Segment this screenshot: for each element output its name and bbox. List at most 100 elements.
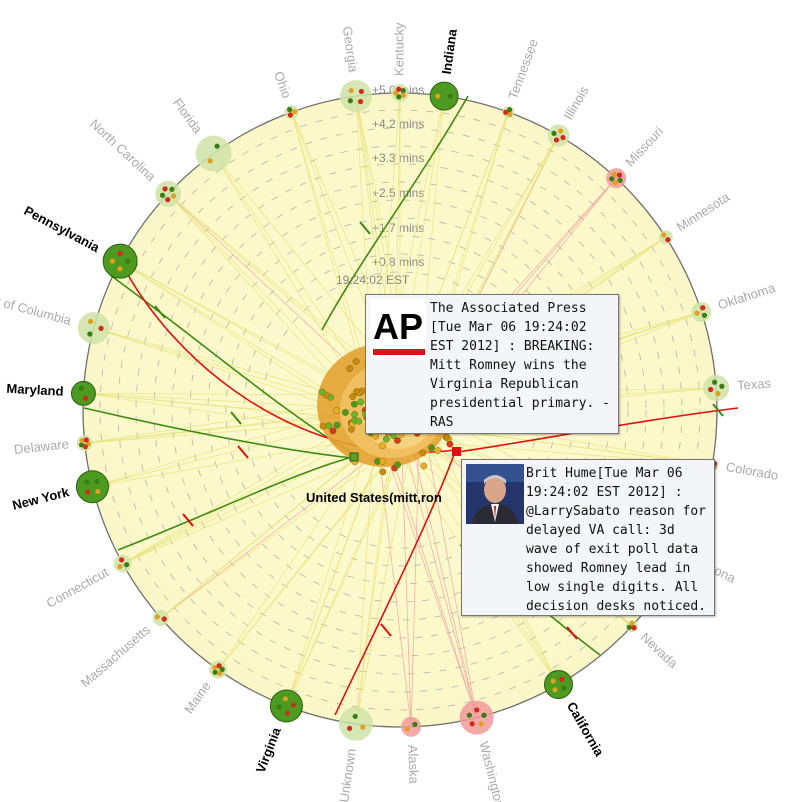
state-node-dot — [119, 557, 125, 563]
state-node-dot — [217, 670, 223, 677]
state-node-dot — [435, 93, 441, 99]
state-node-indiana — [429, 81, 459, 111]
tweet-dot — [379, 442, 386, 450]
state-node-dot — [109, 258, 116, 264]
state-label-illinois: Illinois — [561, 83, 592, 122]
time-ring-label: +3.3 mins — [372, 151, 424, 165]
state-label-nevada: Nevada — [638, 629, 682, 671]
state-label-colorado: Colorado — [725, 459, 780, 483]
state-label-north-carolina: North Carolina — [87, 116, 159, 185]
tick-mark — [566, 626, 578, 640]
state-label-ohio: Ohio — [271, 69, 294, 100]
state-node-dot — [700, 305, 706, 311]
center-label: United States(mitt,ron — [306, 490, 442, 505]
state-label-indiana: Indiana — [439, 27, 460, 75]
state-node-dot — [348, 87, 354, 94]
tweet-tooltip-ap[interactable]: AP The Associated Press [Tue Mar 06 19:2… — [365, 294, 619, 434]
tweet-dot — [420, 462, 428, 470]
state-node-dot — [87, 318, 94, 325]
tick-mark — [237, 445, 249, 459]
state-node-dot — [396, 86, 402, 92]
state-node-dot — [159, 192, 166, 198]
state-label-delaware: Delaware — [13, 436, 69, 457]
state-node-dot — [552, 687, 558, 693]
tweet-dot — [349, 393, 357, 400]
ap-tweet-text: The Associated Press [Tue Mar 06 19:24:0… — [430, 301, 611, 430]
brit-hume-tweet-text: Brit Hume[Tue Mar 06 19:24:02 EST 2012] … — [526, 466, 707, 614]
state-label-florida: Florida — [170, 95, 206, 137]
state-node-dot — [287, 112, 293, 118]
state-label-unknown: Unknown — [336, 747, 358, 802]
state-node-dot — [551, 130, 557, 137]
state-label-texas: Texas — [737, 375, 772, 392]
state-node-dot — [83, 395, 89, 401]
state-node-virginia — [269, 689, 303, 723]
state-node-dot — [466, 712, 473, 718]
selected-marker — [452, 447, 461, 456]
svg-text:AP: AP — [373, 306, 423, 347]
state-node-dot — [290, 702, 297, 708]
state-node-dot — [400, 87, 406, 94]
state-label-maryland: Maryland — [6, 381, 64, 399]
state-node-dot — [507, 107, 513, 113]
state-node-dot — [117, 266, 123, 272]
state-label-pennsylvania: Pennsylvania — [22, 203, 103, 256]
link-line — [286, 424, 416, 707]
time-ring-label: +4.2 mins — [372, 117, 424, 131]
ap-logo: AP — [370, 299, 426, 359]
link-line — [217, 439, 406, 670]
state-label-oklahoma: Oklahoma — [716, 280, 778, 313]
state-node-dot — [287, 107, 293, 113]
state-node-oklahoma — [691, 302, 712, 323]
tick-mark — [359, 221, 371, 235]
tweet-dot — [342, 409, 349, 416]
state-node-dot — [629, 620, 635, 627]
state-label-connecticut: Connecticut — [44, 564, 112, 611]
state-label-alaska: Alaska — [405, 744, 421, 784]
state-label-washington: Washington — [476, 740, 507, 802]
state-node-dot — [412, 721, 418, 727]
state-label-georgia: Georgia — [340, 25, 361, 74]
tweet-dot — [352, 358, 360, 365]
center-time-label: 19:24:02 EST — [336, 273, 410, 287]
state-label-new-york: New York — [11, 484, 72, 513]
state-node-dot — [396, 94, 402, 100]
state-node-dot — [360, 724, 366, 730]
state-label-tennessee: Tennessee — [505, 37, 541, 101]
tweet-dot — [379, 468, 387, 476]
state-nodes — [70, 80, 730, 741]
state-node-dot — [393, 90, 399, 96]
state-node-dot — [661, 232, 667, 238]
state-node-dot — [154, 614, 160, 620]
state-label-virginia: Virginia — [253, 725, 284, 775]
state-node-dot — [559, 676, 565, 682]
state-node-dot — [117, 563, 123, 570]
state-node-dot — [95, 488, 101, 495]
link-line — [355, 424, 416, 724]
state-node-dot — [708, 386, 714, 393]
tweet-tooltip-brit-hume[interactable]: Brit Hume[Tue Mar 06 19:24:02 EST 2012] … — [461, 459, 715, 616]
tick-mark — [230, 411, 242, 425]
state-node-dot — [701, 312, 708, 318]
state-node-dot — [478, 721, 484, 727]
tweet-dot — [394, 461, 402, 469]
state-node-dot — [347, 725, 353, 731]
state-node-dot — [85, 489, 91, 495]
state-node-dot — [352, 713, 358, 719]
tweet-dot — [333, 407, 341, 415]
state-node-dot — [612, 179, 619, 186]
link-line — [419, 404, 478, 718]
tweet-dot — [434, 447, 441, 454]
state-node-dot — [78, 385, 84, 392]
link-line — [286, 439, 406, 707]
state-node-illinois — [547, 124, 570, 147]
state-node-dot — [117, 250, 123, 257]
link-line — [117, 454, 361, 551]
state-label-kentucky: Kentucky — [391, 22, 406, 76]
state-node-dot — [561, 685, 567, 691]
tweet-dot — [350, 400, 358, 408]
link-line — [83, 407, 353, 459]
state-node-dot — [79, 438, 85, 444]
state-node-dot — [292, 109, 298, 115]
state-node-california — [544, 670, 573, 700]
